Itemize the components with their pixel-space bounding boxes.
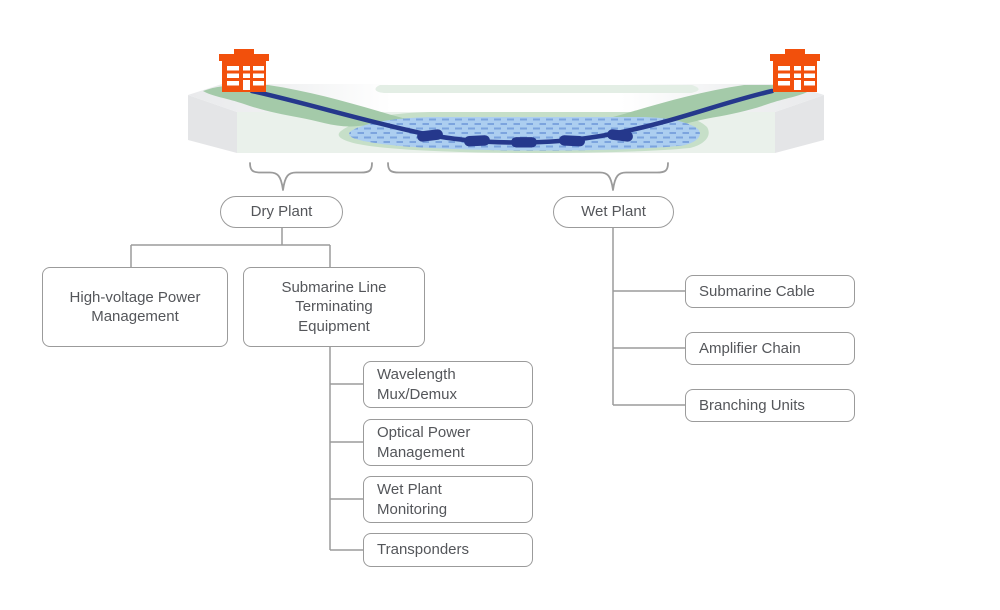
slte-child-connectors (329, 347, 363, 551)
amplifier-icon (607, 129, 633, 142)
node-transponders: Transponders (363, 533, 533, 567)
wet-plant-connectors (612, 228, 685, 406)
node-submarine-cable: Submarine Cable (685, 275, 855, 308)
connector-lines (130, 228, 685, 551)
node-amplifier-chain: Amplifier Chain (685, 332, 855, 365)
water-dash-texture (349, 117, 700, 151)
wet-plant-label: Wet Plant (553, 196, 674, 228)
amplifier-icon (559, 135, 585, 147)
node-branching-units: Branching Units (685, 389, 855, 422)
node-submarine-line-terminating-equipment: Submarine Line Terminating Equipment (243, 267, 425, 347)
braces (249, 162, 669, 191)
amplifier-icon (511, 137, 537, 148)
amplifier-icon (464, 135, 490, 147)
dry-plant-connectors (130, 228, 331, 267)
amplifier-chain-icons (417, 129, 633, 148)
wet-plant-brace (387, 162, 669, 191)
dry-plant-brace (249, 162, 373, 191)
node-wet-plant-monitoring: Wet Plant Monitoring (363, 476, 533, 523)
dry-plant-label: Dry Plant (220, 196, 343, 228)
building-icon (770, 49, 820, 92)
node-wavelength-mux-demux: Wavelength Mux/Demux (363, 361, 533, 408)
building-icon (219, 49, 269, 92)
node-optical-power-management: Optical Power Management (363, 419, 533, 466)
right-end-face (775, 95, 824, 153)
left-end-face (188, 95, 237, 153)
node-high-voltage-power-management: High-voltage Power Management (42, 267, 228, 347)
back-shore-strip (375, 85, 699, 93)
amplifier-icon (417, 129, 443, 142)
